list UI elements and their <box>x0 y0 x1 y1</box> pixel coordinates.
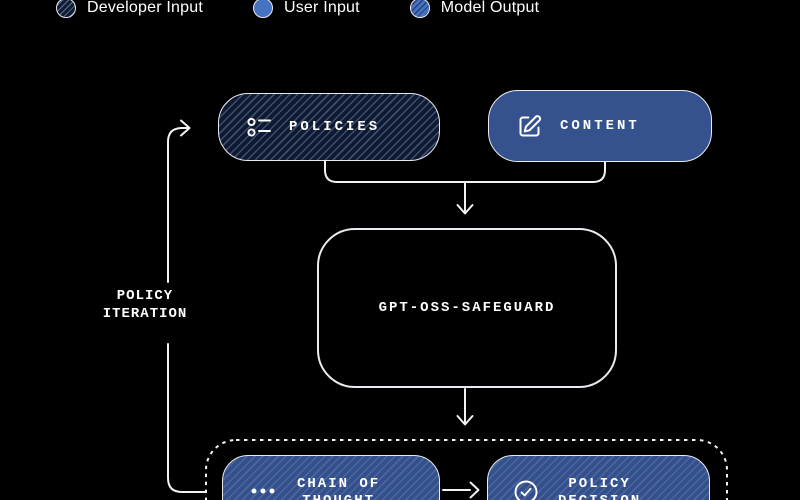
legend-item-developer-input: Developer Input <box>56 0 203 21</box>
content-node: CONTENT <box>488 90 712 162</box>
legend-item-model-output: Model Output <box>409 0 540 21</box>
user-input-circle-icon <box>252 0 273 18</box>
content-label: CONTENT <box>560 118 640 134</box>
ellipsis-icon <box>251 488 275 494</box>
arrowhead-into-policies <box>180 119 191 137</box>
arrowhead-into-output <box>456 415 474 426</box>
legend-item-user-input: User Input <box>252 0 360 21</box>
policies-label: POLICIES <box>289 119 381 135</box>
policy-iteration-label: POLICY ITERATION <box>102 288 188 322</box>
policy-iteration-line-bottom <box>167 343 206 493</box>
developer-input-hatched-circle-icon <box>56 0 76 18</box>
policy-decision-label: POLICY DECISION <box>558 476 639 500</box>
arrowhead-into-safeguard <box>456 204 474 215</box>
policy-decision-node: POLICY DECISION <box>487 455 710 500</box>
safeguard-label: GPT-OSS-SAFEGUARD <box>378 300 556 316</box>
legend-label: User Input <box>283 0 360 16</box>
chain-of-thought-label: CHAIN OF THOUGHT <box>297 476 381 500</box>
arrowhead-into-decision <box>469 481 480 499</box>
policy-iteration-line-top <box>167 127 189 283</box>
legend-label: Model Output <box>440 0 540 16</box>
chain-of-thought-node: CHAIN OF THOUGHT <box>222 455 440 500</box>
legend: Developer Input User Input Model Output <box>56 0 539 21</box>
check-circle-icon <box>514 480 538 500</box>
legend-label: Developer Input <box>87 0 203 16</box>
model-output-hatched-circle-icon <box>409 0 430 18</box>
safeguard-model-node: GPT-OSS-SAFEGUARD <box>317 228 617 388</box>
policies-node: POLICIES <box>218 93 440 161</box>
list-icon <box>247 117 271 137</box>
edit-icon <box>519 114 542 137</box>
merge-bracket <box>324 159 606 183</box>
